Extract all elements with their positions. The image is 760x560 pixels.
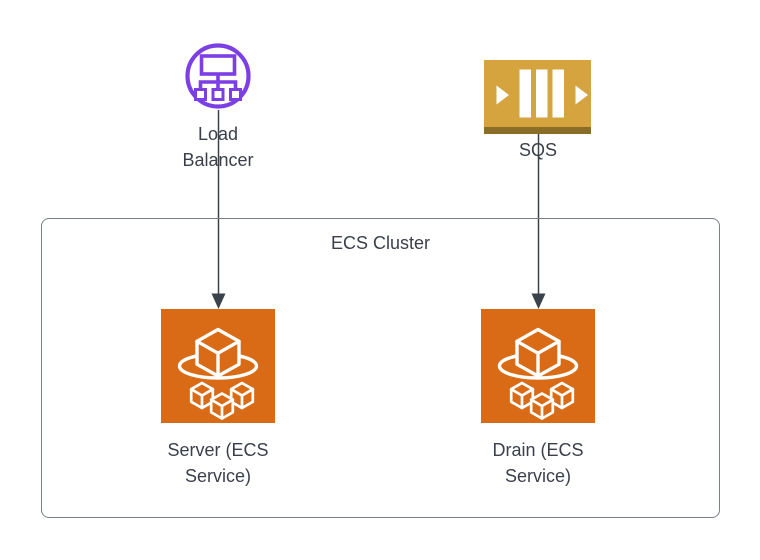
server-ecs-service-label: Server (ECS Service) — [167, 440, 269, 486]
sqs-label: SQS — [518, 140, 557, 160]
arrow-lb-to-server[interactable] — [211, 110, 226, 309]
ecs-cluster-label: ECS Cluster — [330, 233, 431, 253]
ecs-service-icon-drain[interactable] — [481, 309, 595, 423]
drain-ecs-service-label: Drain (ECS Service) — [492, 440, 584, 486]
arrow-sqs-to-drain[interactable] — [531, 134, 546, 309]
ecs-service-icon-server[interactable] — [161, 309, 275, 423]
load-balancer-icon[interactable] — [184, 42, 252, 110]
sqs-queue-icon[interactable] — [484, 60, 591, 134]
ecs-cluster-box[interactable]: ECS Cluster — [41, 218, 720, 518]
load-balancer-label: Load Balancer — [182, 124, 254, 170]
